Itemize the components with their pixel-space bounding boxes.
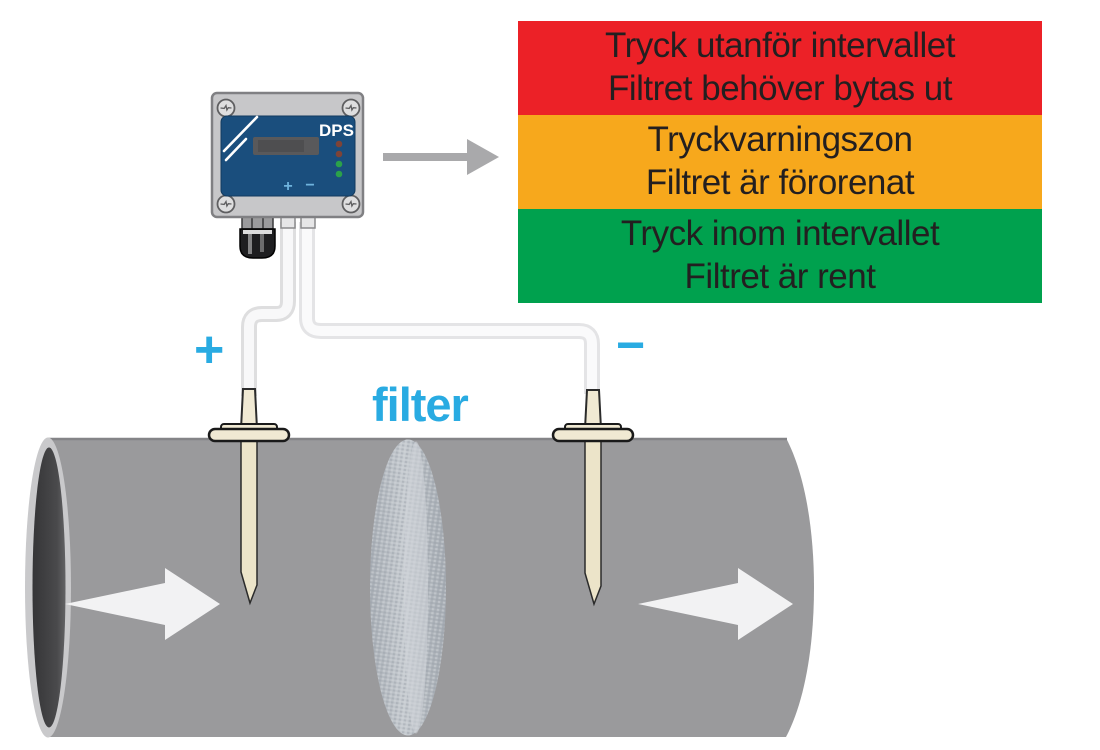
legend-band-warning: Tryckvarningszon Filtret är förorenat [518, 115, 1042, 209]
legend-line: Tryck utanför intervallet [605, 26, 955, 66]
device-model-label: DPS [319, 121, 354, 140]
tube-positive-highlight [244, 222, 293, 396]
led-indicator [335, 140, 343, 148]
screw-icon [341, 98, 361, 118]
probe-needle [584, 439, 602, 607]
screw-icon [216, 98, 236, 118]
status-legend: Tryck utanför intervallet Filtret behöve… [518, 21, 1042, 303]
led-indicator [335, 150, 343, 158]
legend-band-ok: Tryck inom intervallet Filtret är rent [518, 209, 1042, 303]
minus-port-label: − [305, 177, 314, 194]
screw-icon [216, 194, 236, 214]
probe-flange [551, 427, 635, 443]
device-front-panel [220, 115, 356, 197]
probe-negative [551, 389, 635, 607]
filter-label: filter [372, 378, 469, 431]
device-display-inner [258, 140, 304, 152]
minus-probe-label: − [616, 317, 646, 373]
probe-needle [240, 439, 258, 606]
cable-gland [239, 214, 276, 259]
tube-negative-highlight [302, 222, 597, 394]
filter-disc [370, 439, 446, 736]
probe-flange [207, 427, 291, 443]
duct-pipe [25, 437, 814, 738]
legend-line: Filtret är rent [684, 257, 876, 296]
flow-arrow-left-icon [65, 568, 220, 640]
legend-line: Tryckvarningszon [647, 120, 913, 160]
legend-band-alarm: Tryck utanför intervallet Filtret behöve… [518, 21, 1042, 115]
pressure-tubes [241, 222, 600, 396]
legend-line: Filtret är förorenat [645, 163, 915, 202]
flow-arrow-right-icon [638, 568, 793, 640]
legend-line: Filtret behöver bytas ut [608, 69, 953, 108]
pipe-opening [25, 437, 71, 738]
plus-port-label: + [283, 178, 292, 195]
screw-icon [341, 194, 361, 214]
plus-probe-label: + [194, 321, 225, 379]
led-indicator [335, 170, 343, 178]
panel-gloss-stripes [222, 115, 259, 162]
led-indicators [335, 140, 343, 178]
dps-device: DPS + − [210, 91, 365, 259]
legend-line: Tryck inom intervallet [620, 214, 940, 254]
probe-positive [207, 388, 291, 606]
led-indicator [335, 160, 343, 168]
arrow-right-icon [383, 139, 499, 175]
